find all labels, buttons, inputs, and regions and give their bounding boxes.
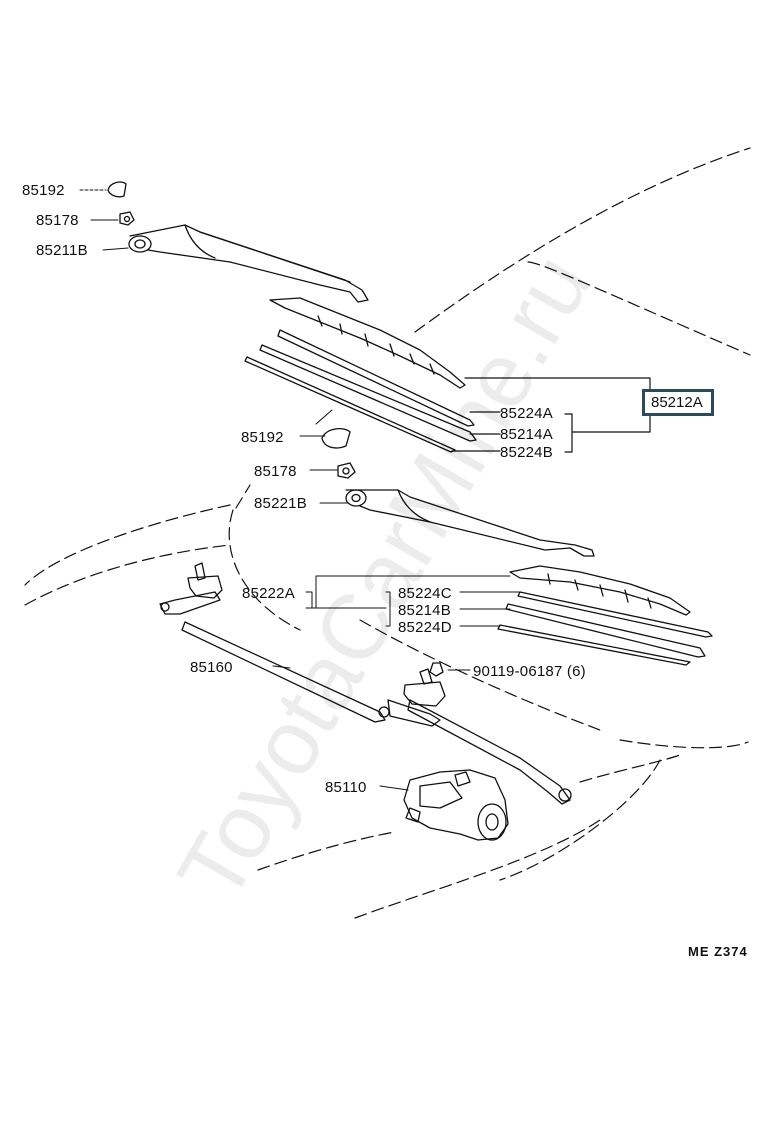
diagram-code: ME Z374	[688, 944, 748, 959]
wiper-arm-upper	[128, 224, 369, 303]
part-label-85222A[interactable]: 85222A	[242, 585, 295, 602]
part-label-85178-top[interactable]: 85178	[36, 212, 79, 229]
part-label-85211B[interactable]: 85211B	[36, 242, 88, 259]
wiper-blade-lower	[497, 565, 713, 666]
part-label-85192-top[interactable]: 85192	[22, 182, 65, 199]
bracket-85212A	[451, 377, 658, 453]
part-label-85221B[interactable]: 85221B	[254, 495, 307, 512]
part-label-85178-mid[interactable]: 85178	[254, 463, 297, 480]
part-label-85214A[interactable]: 85214A	[500, 426, 553, 443]
wiper-arm-lower	[345, 489, 595, 557]
nut-icon-mid	[337, 462, 356, 479]
part-label-85212A: 85212A	[651, 394, 703, 411]
wiper-motor	[403, 769, 509, 841]
part-label-85160[interactable]: 85160	[190, 659, 233, 676]
body-outline	[24, 147, 751, 919]
part-label-85110[interactable]: 85110	[325, 779, 367, 796]
part-label-85214B[interactable]: 85214B	[398, 602, 451, 619]
wiper-linkage	[159, 562, 572, 805]
leader-lines	[79, 189, 521, 791]
cap-icon-top	[107, 181, 127, 198]
wiper-blade-upper	[244, 297, 477, 453]
part-label-85224A[interactable]: 85224A	[500, 405, 553, 422]
cap-icon-mid	[321, 427, 351, 449]
part-label-90119-06187[interactable]: 90119-06187 (6)	[473, 663, 586, 680]
part-label-85192-mid[interactable]: 85192	[241, 429, 284, 446]
part-label-85224B[interactable]: 85224B	[500, 444, 553, 461]
nut-icon-top	[119, 211, 135, 226]
part-label-85212A-highlighted[interactable]: 85212A	[642, 389, 714, 416]
part-label-85224D[interactable]: 85224D	[398, 619, 452, 636]
part-label-85224C[interactable]: 85224C	[398, 585, 452, 602]
